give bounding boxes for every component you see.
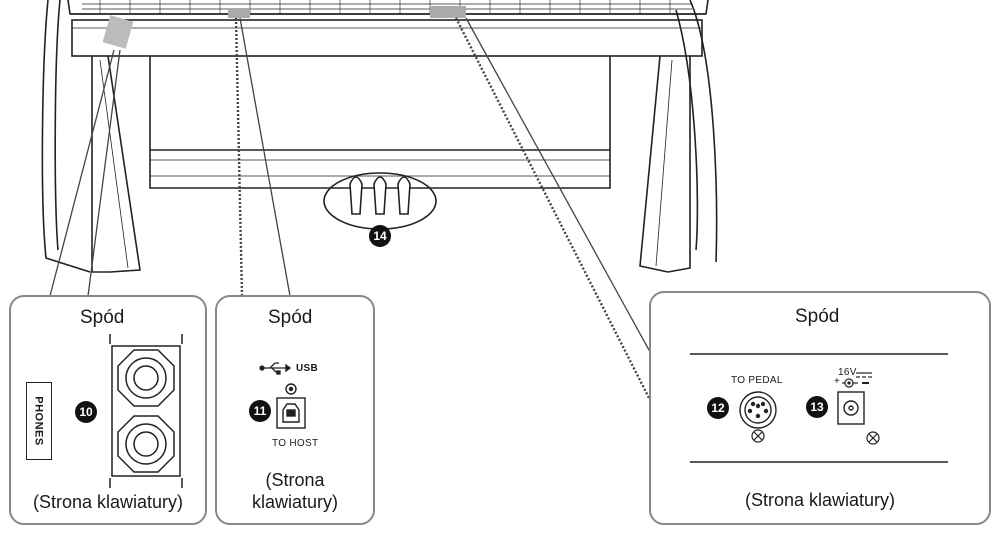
headphone-jack xyxy=(109,334,183,488)
phones-label: PHONES xyxy=(33,396,45,446)
right-panel-caption: (Strona klawiatury) xyxy=(744,490,896,510)
usb-b-port xyxy=(276,383,306,429)
to-host-label: TO HOST xyxy=(272,438,319,449)
din-pedal-port xyxy=(739,391,777,429)
screw-icon xyxy=(866,431,880,445)
usb-icon xyxy=(259,362,292,375)
dc-polarity-plus-label: + xyxy=(834,376,841,387)
dc-jack-number-badge: 13 xyxy=(806,396,828,418)
middle-panel-caption-line2: klawiatury) xyxy=(251,492,339,512)
piano-stand xyxy=(41,0,718,273)
pedal-port-number-badge: 12 xyxy=(707,397,729,419)
phones-label-box: PHONES xyxy=(26,382,52,460)
leader-lines xyxy=(49,17,661,401)
usb-label: USB xyxy=(296,363,319,374)
right-panel-title: Spód xyxy=(795,306,840,327)
usb-number-badge: 11 xyxy=(249,400,271,422)
left-panel-title: Spód xyxy=(80,307,125,328)
connector-spots xyxy=(102,6,466,49)
pedal-number-badge: 14 xyxy=(369,225,391,247)
phones-number-badge: 10 xyxy=(75,401,97,423)
dc-polarity-icon xyxy=(842,372,872,388)
to-pedal-label: TO PEDAL xyxy=(731,375,783,386)
dc-power-jack xyxy=(837,391,865,425)
screw-icon xyxy=(751,429,765,443)
left-panel-caption: (Strona klawiatury) xyxy=(32,492,184,512)
dc-voltage-label: 16V xyxy=(838,367,857,378)
middle-panel-caption-line1: (Strona xyxy=(265,470,325,490)
middle-panel-title: Spód xyxy=(268,307,313,328)
